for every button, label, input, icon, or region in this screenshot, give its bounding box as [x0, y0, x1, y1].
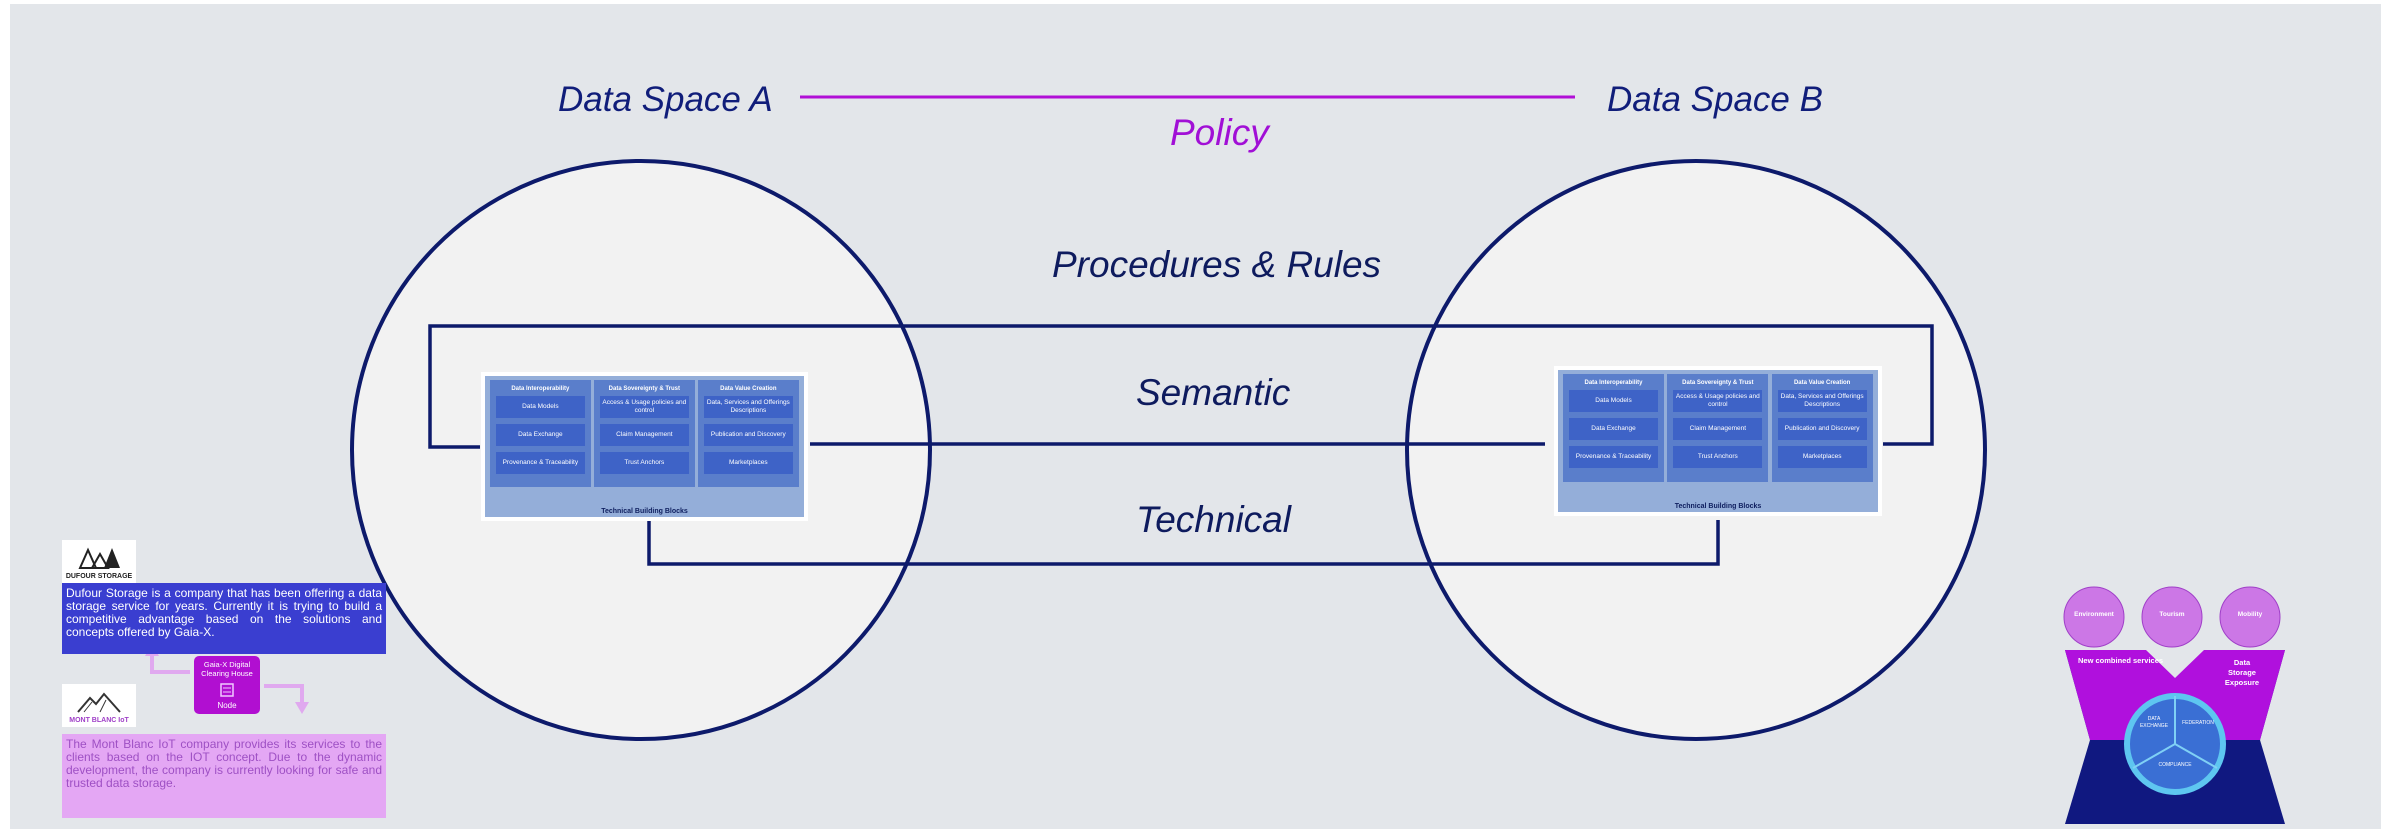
dufour-description: Dufour Storage is a company that has bee…: [62, 583, 386, 654]
technical-bracket: [647, 520, 1720, 566]
ring-segment-compliance: COMPLIANCE: [2158, 762, 2192, 768]
tbb-column-value-creation: Data Value Creation Data, Services and O…: [698, 380, 799, 488]
tbb-item: Trust Anchors: [600, 452, 689, 474]
tbb-item: Data, Services and Offerings Description…: [704, 396, 793, 418]
technical-label: Technical: [1136, 499, 1291, 540]
tbb-item: Claim Management: [600, 424, 689, 446]
server-icon: [220, 683, 234, 697]
tbb-item: Trust Anchors: [1673, 446, 1763, 468]
ecosystem-bubble-mobility: Mobility: [2237, 611, 2263, 618]
new-combined-services-label: New combined services: [2078, 656, 2164, 665]
tbb-item: Access & Usage policies and control: [600, 396, 689, 418]
procedures-rules-label: Procedures & Rules: [1052, 244, 1382, 285]
tbb-caption: Technical Building Blocks: [1674, 503, 1762, 510]
mountain-logo-icon: [77, 692, 121, 713]
tbb-item: Data Exchange: [496, 424, 585, 446]
tbb-caption: Technical Building Blocks: [601, 508, 688, 515]
ecosystem-shape: [2063, 586, 2285, 824]
arrow-up-left: [150, 654, 190, 674]
tbb-column-sovereignty: Data Sovereignty & Trust Access & Usage …: [594, 380, 695, 488]
tbb-item: Publication and Discovery: [1777, 418, 1867, 440]
clearing-house-node-label: Node: [217, 701, 237, 710]
ecosystem-bubble-environment: Environment: [2074, 611, 2114, 618]
clearing-house-node: Gaia-X Digital Clearing House Node: [194, 656, 260, 714]
tbb-item: Provenance & Traceability: [1569, 446, 1658, 468]
ecosystem-bubble-tourism: Tourism: [2159, 611, 2185, 618]
tbb-column-interoperability: Data Interoperability Data Models Data E…: [1563, 374, 1664, 482]
mont-blanc-logo-text: MONT BLANC IoT: [69, 717, 129, 724]
tbb-column-sovereignty: Data Sovereignty & Trust Access & Usage …: [1667, 374, 1769, 482]
data-storage-exposure-label: Data Storage Exposure: [2224, 658, 2260, 687]
procedures-bracket: [428, 324, 1934, 449]
dufour-logo-text: DUFOUR STORAGE: [65, 573, 133, 580]
dufour-logo-mark-icon: [78, 547, 120, 569]
data-space-b-title: Data Space B: [1607, 80, 1823, 119]
tbb-item: Data, Services and Offerings Description…: [1777, 390, 1867, 412]
arrow-down-right-head: [295, 702, 309, 714]
tbb-item: Data Models: [496, 396, 585, 418]
ecosystem-graphic: Environment Tourism Mobility New combine…: [2060, 584, 2290, 824]
mont-blanc-description: The Mont Blanc IoT company provides its …: [62, 734, 386, 818]
technical-building-blocks-b: Data Interoperability Data Models Data E…: [1554, 366, 1882, 516]
ring-segment-federation: FEDERATION: [2182, 720, 2214, 726]
tbb-item: Marketplaces: [1777, 446, 1867, 468]
clearing-house-title: Gaia-X Digital Clearing House: [201, 660, 253, 678]
tbb-item: Publication and Discovery: [704, 424, 793, 446]
diagram-stage: Data Space A Data Space B Policy Procedu…: [10, 4, 2381, 829]
policy-label: Policy: [1170, 112, 1269, 153]
tbb-item: Data Models: [1569, 390, 1658, 412]
technical-building-blocks-a: Data Interoperability Data Models Data E…: [481, 372, 808, 521]
tbb-item: Claim Management: [1673, 418, 1763, 440]
mont-blanc-iot-logo: MONT BLANC IoT: [62, 684, 136, 727]
tbb-column-value-creation: Data Value Creation Data, Services and O…: [1771, 374, 1873, 482]
arrow-down-right: [264, 684, 304, 704]
tbb-item: Data Exchange: [1569, 418, 1658, 440]
data-space-a-title: Data Space A: [558, 80, 773, 119]
tbb-item: Provenance & Traceability: [496, 452, 585, 474]
tbb-item: Access & Usage policies and control: [1673, 390, 1763, 412]
tbb-item: Marketplaces: [704, 452, 793, 474]
semantic-label: Semantic: [1136, 372, 1291, 413]
ring-segment-data-exchange: DATA EXCHANGE: [2139, 716, 2169, 729]
tbb-column-interoperability: Data Interoperability Data Models Data E…: [490, 380, 591, 488]
dufour-storage-logo: DUFOUR STORAGE: [62, 540, 136, 583]
